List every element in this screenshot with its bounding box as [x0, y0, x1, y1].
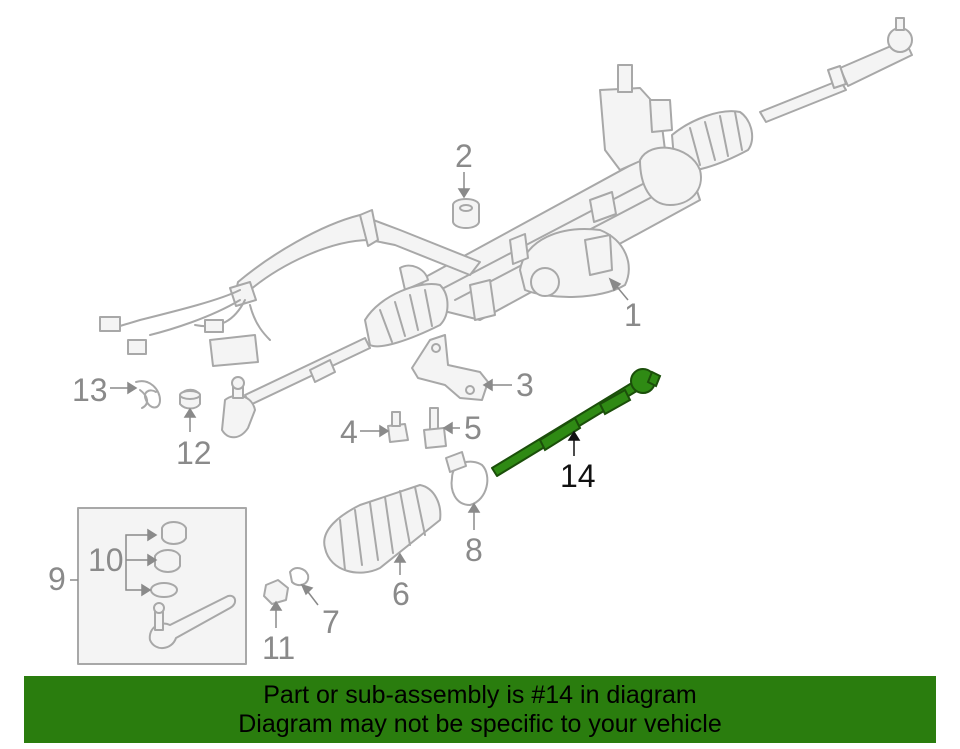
kit-9-box — [77, 507, 247, 665]
callout-7: 7 — [322, 604, 340, 640]
left-tie-rod — [221, 337, 371, 439]
part-7-clamp — [289, 567, 310, 587]
part-3-bracket — [411, 334, 489, 401]
wire-harness — [119, 289, 271, 341]
callout-12: 12 — [176, 435, 212, 471]
part-8-clamp — [445, 451, 489, 506]
left-boot — [364, 283, 449, 348]
part-5-bolt — [423, 407, 447, 449]
banner-line-1: Part or sub-assembly is #14 in diagram — [263, 681, 697, 709]
part-2-bushing — [452, 198, 480, 229]
callout-6: 6 — [392, 576, 410, 612]
callout-2: 2 — [455, 138, 473, 174]
part-13-clip — [135, 380, 161, 409]
callout-8: 8 — [465, 532, 483, 568]
callout-11: 11 — [262, 630, 296, 666]
crossmember — [229, 209, 481, 307]
harness-connectors — [99, 316, 259, 367]
part-14-inner-tie-rod — [491, 368, 662, 477]
rack-housing — [419, 64, 702, 321]
part-12-nut — [179, 388, 201, 410]
callout-13: 13 — [72, 372, 108, 408]
callout-10: 10 — [88, 542, 124, 578]
callout-3: 3 — [516, 367, 534, 403]
callout-4: 4 — [340, 414, 358, 450]
part-6-boot — [323, 484, 442, 574]
callout-14: 14 — [560, 458, 596, 494]
info-banner: Part or sub-assembly is #14 in diagram D… — [24, 676, 936, 743]
callout-1: 1 — [624, 297, 642, 333]
right-tie-rod-end — [759, 17, 913, 123]
steering-gear-diagram — [70, 17, 913, 665]
banner-line-2: Diagram may not be specific to your vehi… — [238, 710, 722, 738]
callout-9: 9 — [48, 561, 66, 597]
part-11-nut — [263, 579, 289, 605]
callout-5: 5 — [464, 410, 482, 446]
part-4-nut — [387, 411, 409, 443]
